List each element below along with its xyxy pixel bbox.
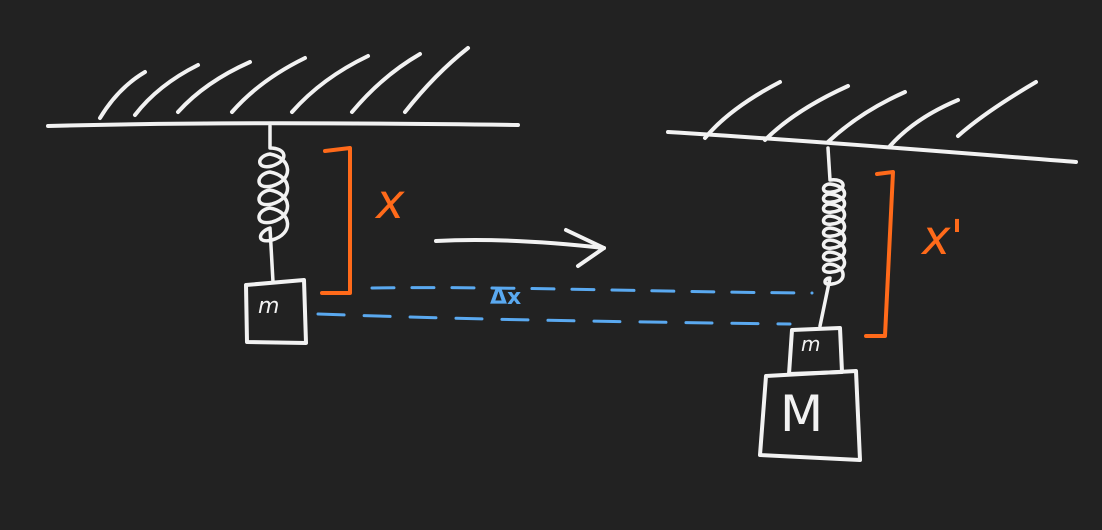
spring-right bbox=[818, 146, 847, 328]
transition-arrow bbox=[434, 228, 606, 268]
dashed-line-bottom bbox=[316, 312, 792, 326]
mass-box-left bbox=[244, 278, 308, 345]
extension-label-x: x bbox=[376, 174, 405, 230]
mass-label-left: m bbox=[258, 294, 280, 319]
mass-label-large: M bbox=[780, 385, 824, 443]
ceiling-left-hatch bbox=[98, 46, 470, 120]
ceiling-right-line bbox=[666, 130, 1078, 164]
spring-left bbox=[257, 124, 290, 284]
ceiling-left-line bbox=[46, 121, 520, 128]
extension-bracket-right bbox=[864, 170, 895, 338]
mass-label-small-right: m bbox=[801, 332, 821, 356]
displacement-lines bbox=[316, 286, 814, 326]
extension-bracket-left bbox=[320, 146, 352, 295]
displacement-label: Δx bbox=[490, 285, 522, 310]
ceiling-left bbox=[46, 46, 520, 128]
ceiling-right-hatch bbox=[703, 80, 1038, 148]
extension-label-x-prime: x' bbox=[922, 210, 964, 266]
ceiling-right bbox=[666, 80, 1078, 164]
mass-box-large bbox=[758, 369, 862, 462]
dashed-line-top bbox=[370, 286, 814, 295]
